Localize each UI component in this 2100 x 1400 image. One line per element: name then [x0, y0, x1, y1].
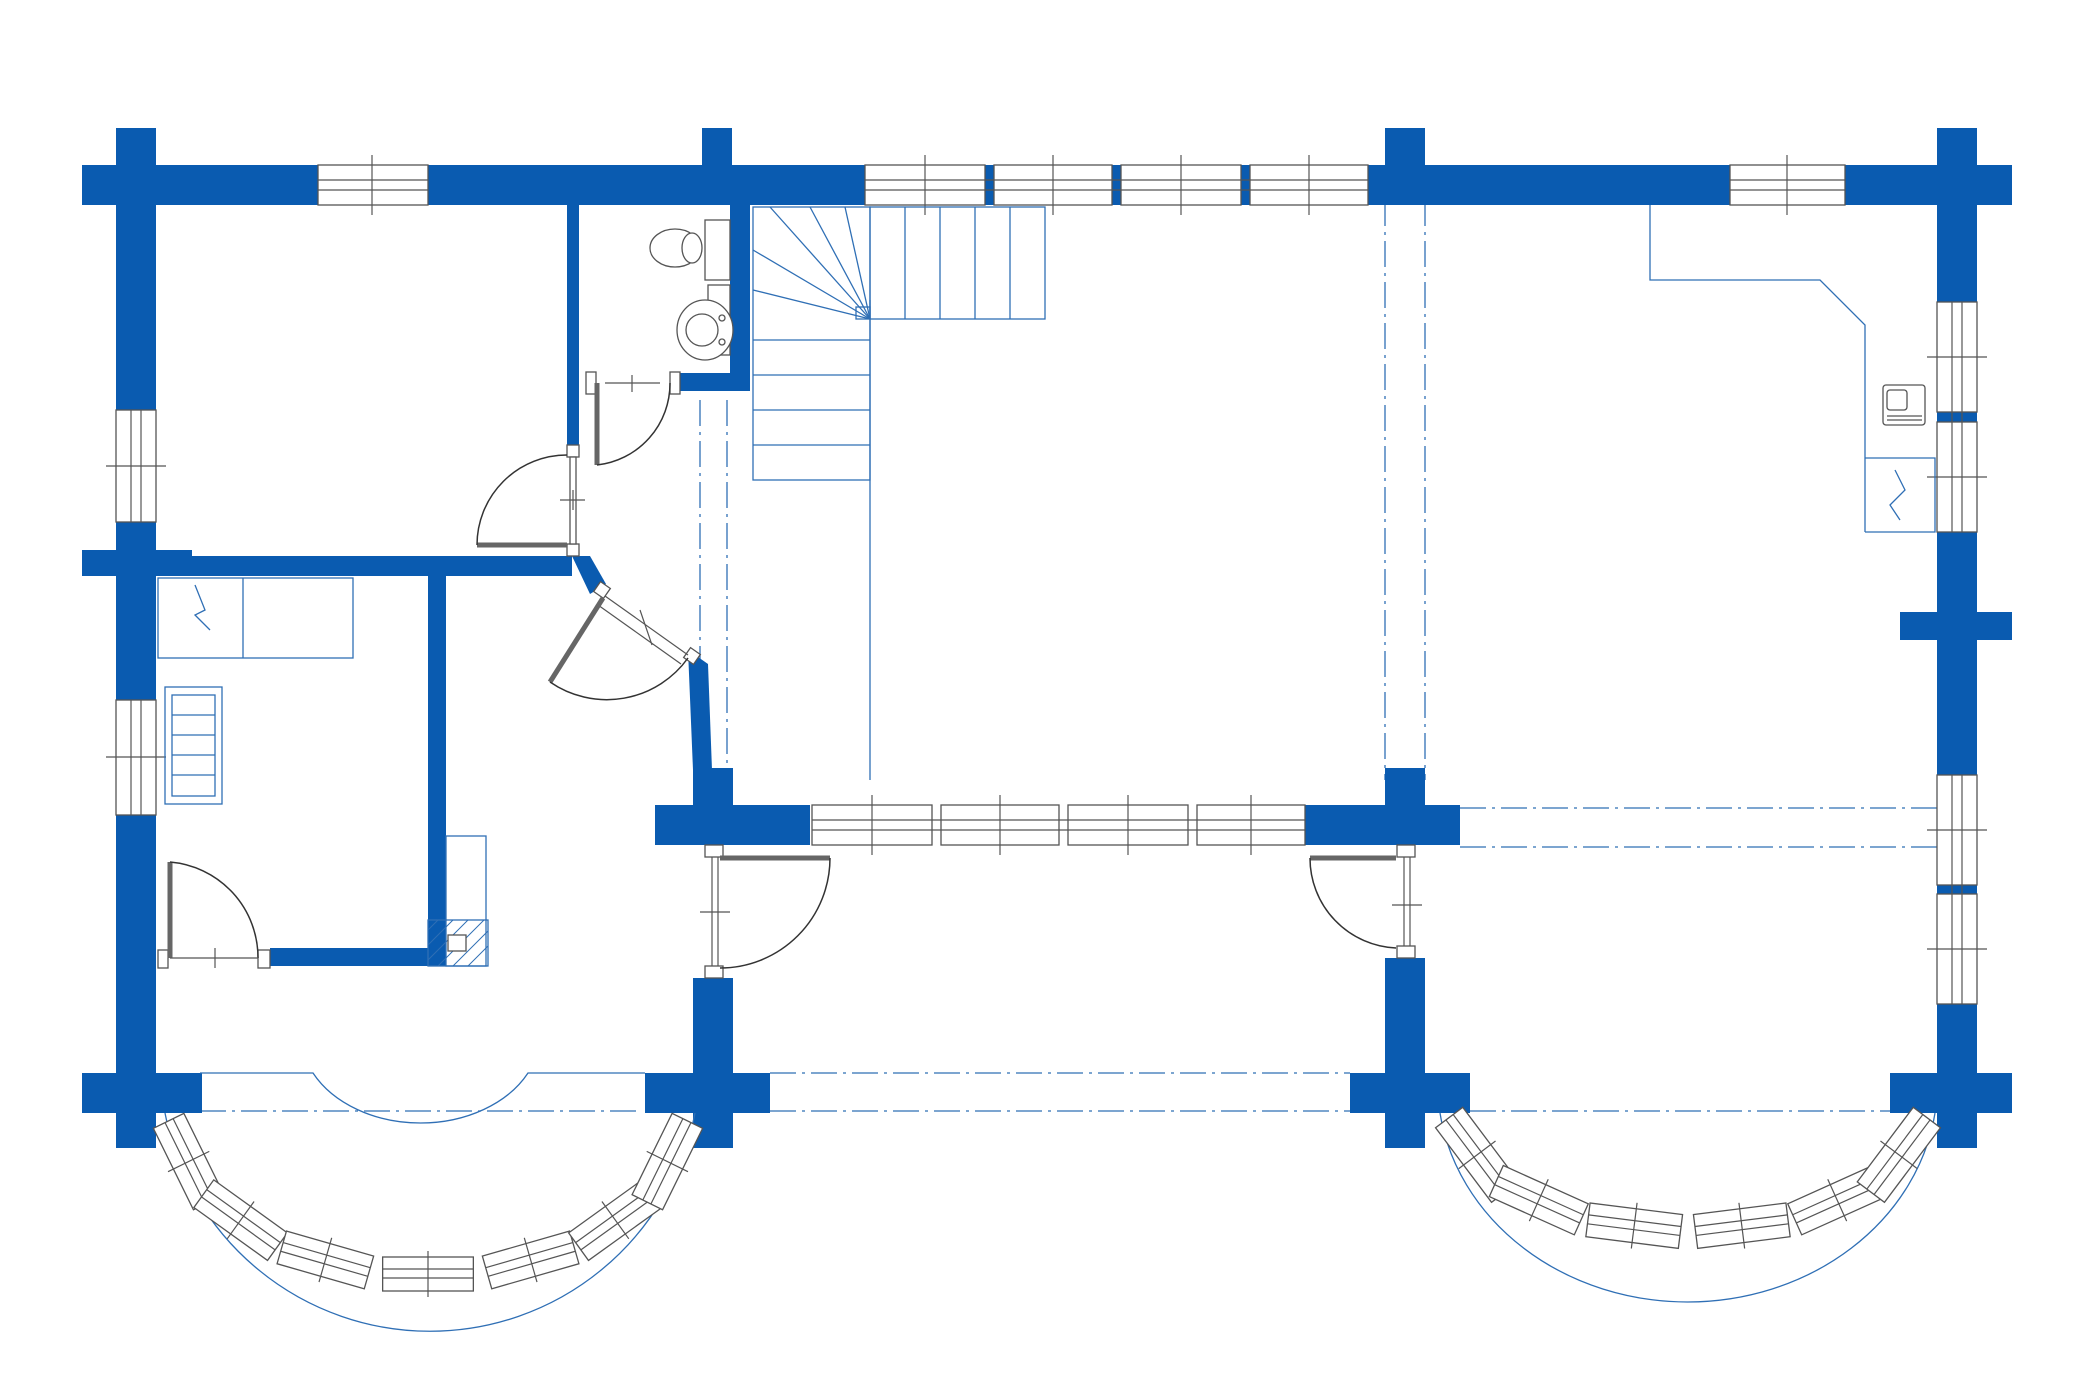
bay-window-pane	[381, 1251, 475, 1297]
window	[106, 699, 166, 816]
window	[1927, 301, 1987, 533]
bay-window-right	[1434, 1106, 1942, 1303]
door-sauna	[157, 861, 271, 969]
windows	[106, 155, 1987, 1005]
walls	[82, 128, 2012, 1148]
staircase	[752, 206, 1046, 481]
bay-window-pane	[276, 1230, 375, 1290]
kitchen-counter	[1649, 205, 1936, 533]
door-room-top-left	[476, 444, 585, 557]
window	[106, 409, 166, 523]
bay-window-pane	[481, 1230, 580, 1290]
bay-window-pane	[567, 1178, 664, 1262]
window-group-top-center	[864, 155, 1369, 215]
bay-window-pane	[192, 1178, 289, 1262]
bay-window-left	[152, 1072, 704, 1332]
door-corridor-diagonal	[547, 580, 702, 701]
wc-fixtures	[649, 219, 734, 361]
doors	[157, 371, 1422, 979]
bay-window-pane	[1585, 1202, 1684, 1250]
bay-window-pane	[1692, 1202, 1791, 1250]
window	[317, 155, 429, 215]
stove-icon	[427, 835, 489, 967]
door-central-left	[700, 844, 831, 979]
bay-window-pane	[1488, 1164, 1590, 1236]
guide-lines	[200, 200, 1940, 1112]
door-wc	[585, 371, 681, 466]
sauna-bench	[157, 577, 354, 659]
window	[1927, 774, 1987, 1005]
window	[1729, 155, 1846, 215]
bench-icon	[164, 686, 223, 805]
window-group-central-bottom	[811, 795, 1306, 855]
bay-window-pane	[631, 1112, 704, 1211]
bay-window-pane	[1856, 1106, 1942, 1204]
door-central-right	[1309, 844, 1422, 959]
